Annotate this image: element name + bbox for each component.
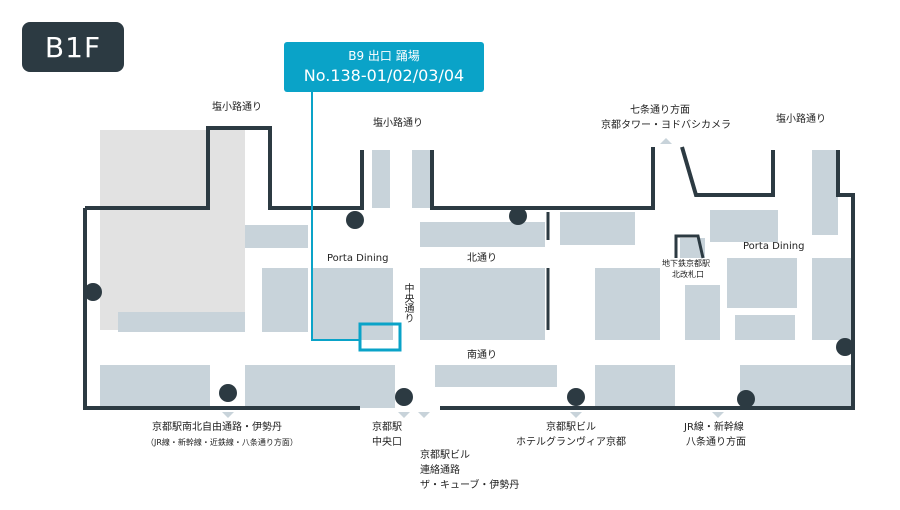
shop (812, 258, 853, 340)
shop (420, 268, 545, 340)
shop (420, 222, 545, 247)
label-granvia-1: 京都駅ビル (546, 422, 596, 433)
label-chuo-dori: 中央通り (402, 283, 413, 323)
label-link-1: 京都駅ビル (420, 450, 470, 461)
escalator-icon (219, 384, 237, 402)
shop (710, 210, 778, 242)
label-kyoto-tower: 京都タワー・ヨドバシカメラ (601, 120, 731, 131)
exit-arrow-icon (398, 412, 410, 418)
label-porta-right: Porta Dining (743, 241, 805, 252)
callout-number: No.138-01/02/03/04 (303, 66, 465, 85)
large-area (100, 130, 245, 330)
restroom-icon (346, 211, 364, 229)
shop (313, 268, 393, 340)
shop (560, 212, 635, 245)
shop (685, 285, 720, 340)
shop (435, 365, 557, 387)
shop (727, 258, 797, 308)
label-shichijo: 七条通り方面 (630, 105, 690, 116)
escalator-icon (395, 388, 413, 406)
label-hachijo: 八条通り方面 (686, 437, 746, 448)
shop (595, 365, 675, 408)
label-subway: 地下鉄京都駅 (662, 259, 710, 268)
exit-arrow-icon (222, 412, 234, 418)
shop (100, 365, 210, 408)
floor-badge: B1F (22, 22, 124, 72)
label-subway-gate: 北改札口 (672, 270, 704, 279)
shop (118, 312, 245, 332)
exit-arrow-icon (418, 412, 430, 418)
label-minami-dori: 南通り (467, 350, 497, 361)
label-link-3: ザ・キューブ・伊勢丹 (420, 480, 520, 491)
label-kita-dori: 北通り (467, 253, 497, 264)
shop (812, 150, 838, 235)
label-central-gate: 中央口 (372, 437, 402, 448)
label-shiokoji-center: 塩小路通り (373, 118, 423, 129)
label-south-north-sub: （JR線・新幹線・近鉄線・八条通り方面） (146, 438, 298, 447)
shop (262, 268, 308, 332)
highlight-b9-exit[interactable] (311, 92, 402, 352)
exit-callout: B9 出口 踊場 No.138-01/02/03/04 (284, 42, 484, 92)
restroom-icon (84, 283, 102, 301)
exit-arrow-icon (712, 412, 724, 418)
exit-arrows (222, 138, 724, 418)
shop (595, 268, 660, 340)
shop (372, 150, 390, 208)
label-jr: JR線・新幹線 (684, 422, 744, 433)
shops (100, 150, 853, 408)
restroom-icon (509, 207, 527, 225)
shop (412, 150, 432, 208)
label-south-north: 京都駅南北自由通路・伊勢丹 (152, 422, 282, 433)
label-granvia-2: ホテルグランヴィア京都 (516, 437, 626, 448)
callout-title: B9 出口 踊場 (348, 49, 420, 63)
label-link-2: 連絡通路 (420, 465, 460, 476)
exit-arrow-icon (660, 138, 672, 144)
facility-icons (84, 207, 854, 408)
restroom-icon (836, 338, 854, 356)
label-porta-left: Porta Dining (327, 253, 389, 264)
elevator-icon (737, 390, 755, 408)
label-central: 京都駅 (372, 422, 402, 433)
escalator-icon (567, 388, 585, 406)
shop (735, 315, 795, 340)
shop (245, 225, 308, 248)
shop (740, 365, 853, 408)
walls (83, 126, 855, 410)
shop (245, 365, 395, 408)
label-shiokoji-left: 塩小路通り (212, 102, 262, 113)
label-shiokoji-right: 塩小路通り (776, 114, 826, 125)
exit-arrow-icon (570, 412, 582, 418)
